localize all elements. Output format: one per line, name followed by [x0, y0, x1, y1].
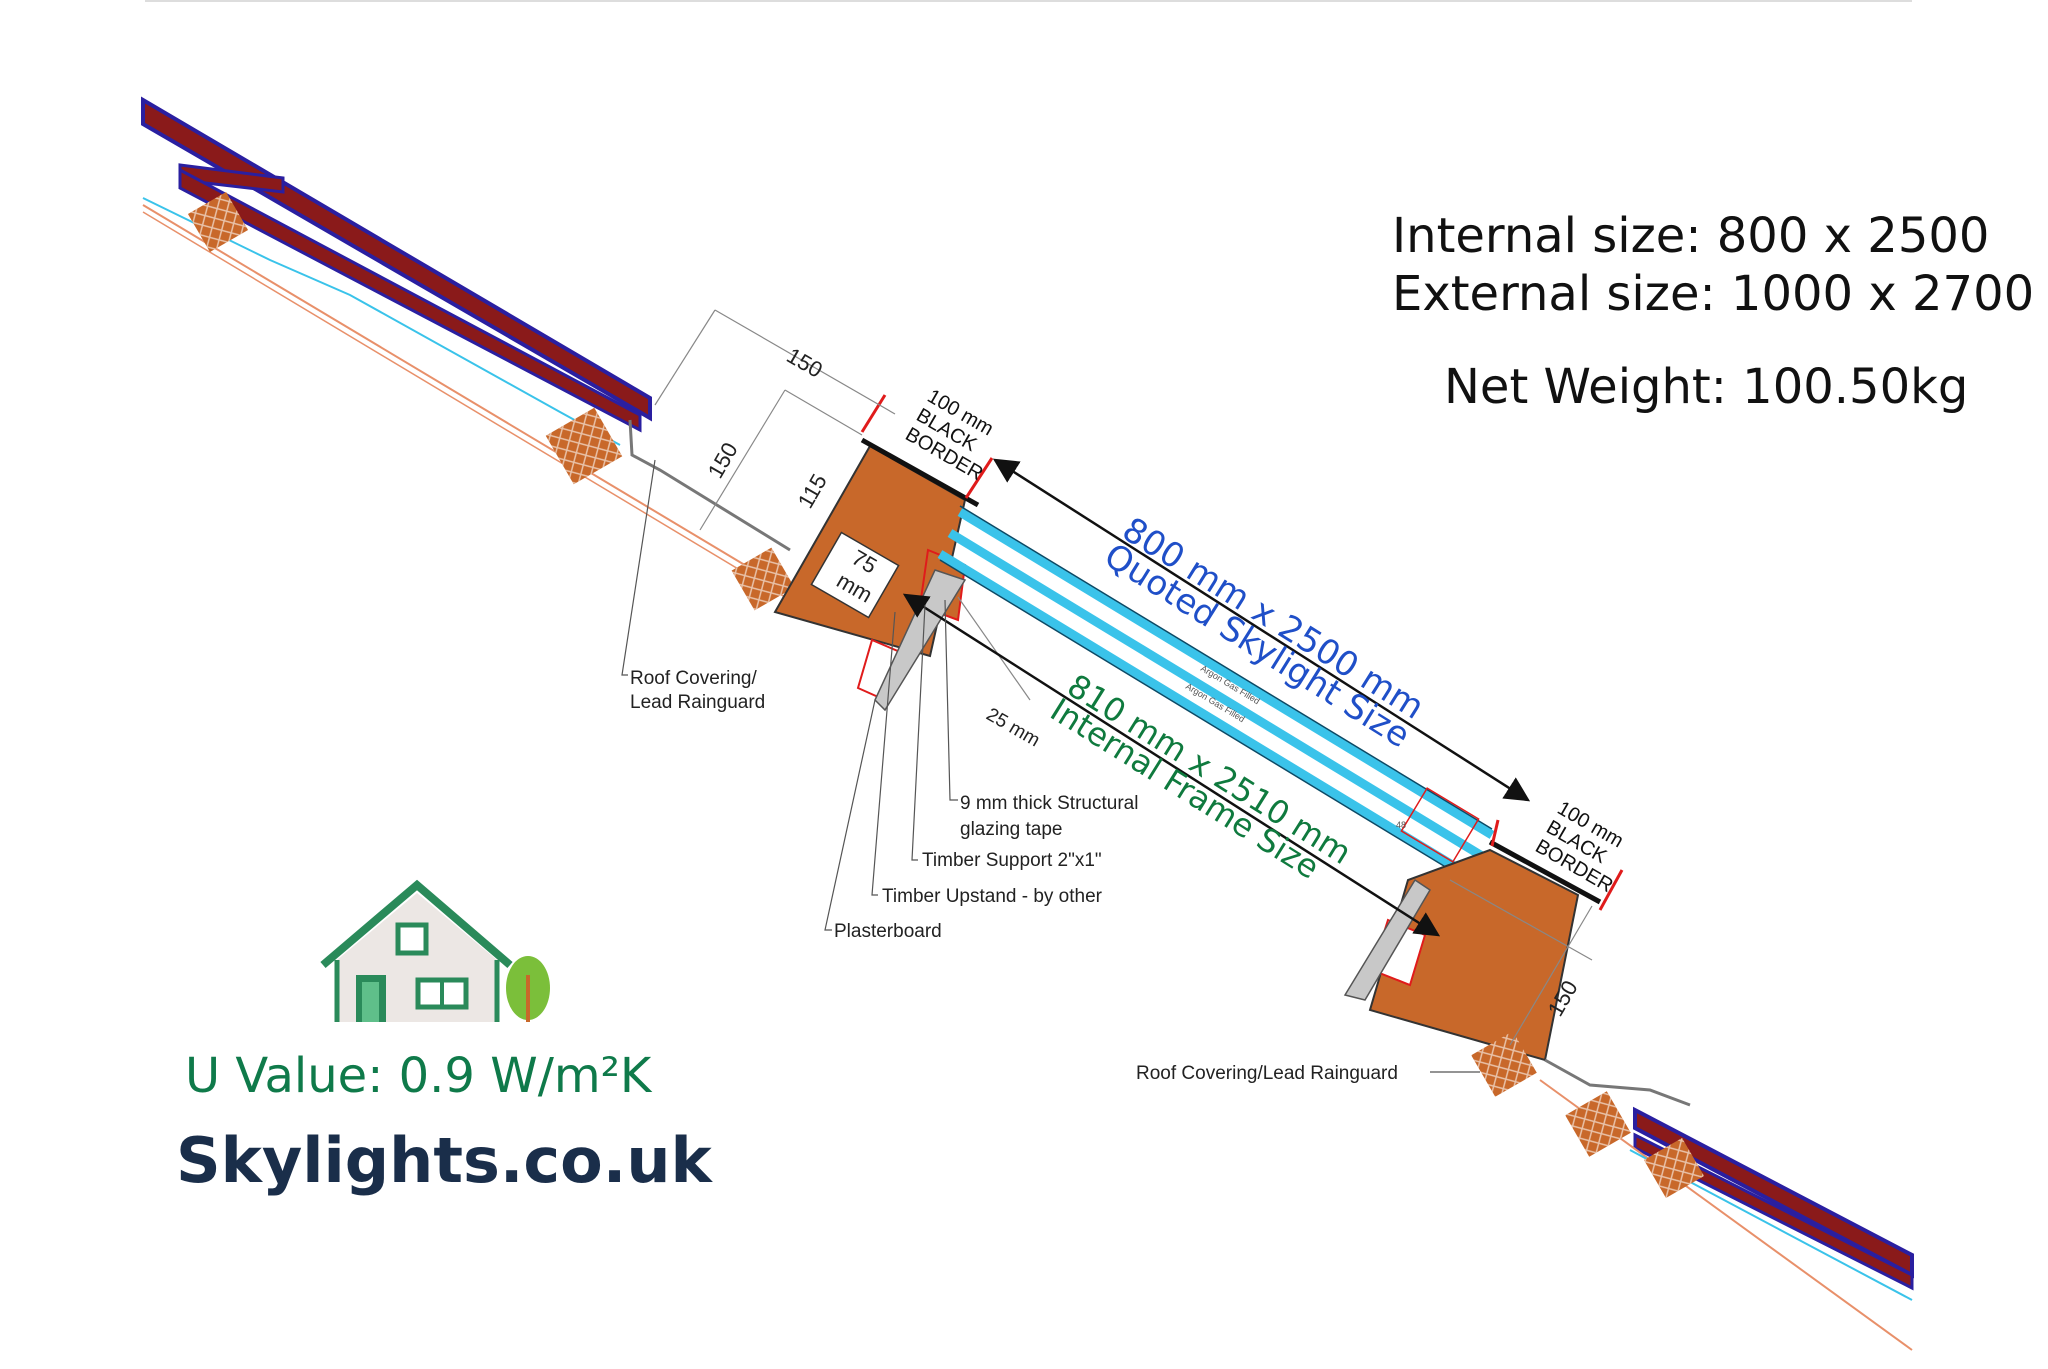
- left-black-border-strip: [860, 437, 980, 508]
- timber-support-label: Timber Support 2"x1": [922, 850, 1102, 871]
- dim-150-left: 150: [703, 438, 743, 482]
- right-roof-tile-lower: [1633, 1132, 1914, 1291]
- roof-covering-label-line1: Roof Covering/: [630, 668, 757, 689]
- left-rafter-line-2: [142, 211, 821, 619]
- right-flashing: [1544, 1058, 1691, 1107]
- roof-covering-label-line2: Lead Rainguard: [630, 692, 765, 713]
- u-value-text: U Value: 0.9 W/m²K: [185, 1048, 653, 1104]
- right-black-border-strip: [1488, 839, 1602, 905]
- left-roof-tile-lower: [178, 167, 642, 433]
- net-weight-text: Net Weight: 100.50kg: [1444, 359, 1968, 415]
- right-batten-1: [1471, 1031, 1537, 1097]
- plasterboard-label: Plasterboard: [834, 921, 942, 942]
- external-size-text: External size: 1000 x 2700: [1392, 266, 2034, 322]
- timber-upstand-label: Timber Upstand - by other: [882, 886, 1103, 907]
- dim-48: 48: [1396, 820, 1406, 830]
- right-roof-section: [1471, 1031, 1914, 1351]
- frame-size-arrow: [902, 593, 1441, 937]
- dim-115: 115: [793, 470, 832, 513]
- roof-covering-right-label: Roof Covering/Lead Rainguard: [1136, 1063, 1398, 1084]
- right-batten-3: [1643, 1137, 1705, 1199]
- right-batten-2: [1565, 1091, 1631, 1157]
- left-batten-3: [731, 547, 795, 611]
- glazing-tape-label-line1: 9 mm thick Structural: [960, 793, 1138, 814]
- left-roof-section: [141, 96, 821, 619]
- dim-25mm: 25 mm: [983, 704, 1044, 751]
- dim-150-top: 150: [783, 343, 827, 383]
- skylights-logo[interactable]: Skylights.co.uk: [176, 1124, 713, 1197]
- left-flashing: [628, 419, 791, 552]
- house-with-tree-icon: [320, 879, 550, 1022]
- left-batten-2: [545, 407, 623, 485]
- glazing-tape-label-line2: glazing tape: [960, 819, 1062, 840]
- left-rafter-line-1: [142, 204, 821, 611]
- leader-lines: [621, 459, 1480, 1073]
- left-batten-1: [187, 191, 249, 253]
- left-roof-tile-upper: [141, 96, 652, 422]
- left-75mm-box: [810, 531, 900, 619]
- internal-size-text: Internal size: 800 x 2500: [1392, 208, 1989, 264]
